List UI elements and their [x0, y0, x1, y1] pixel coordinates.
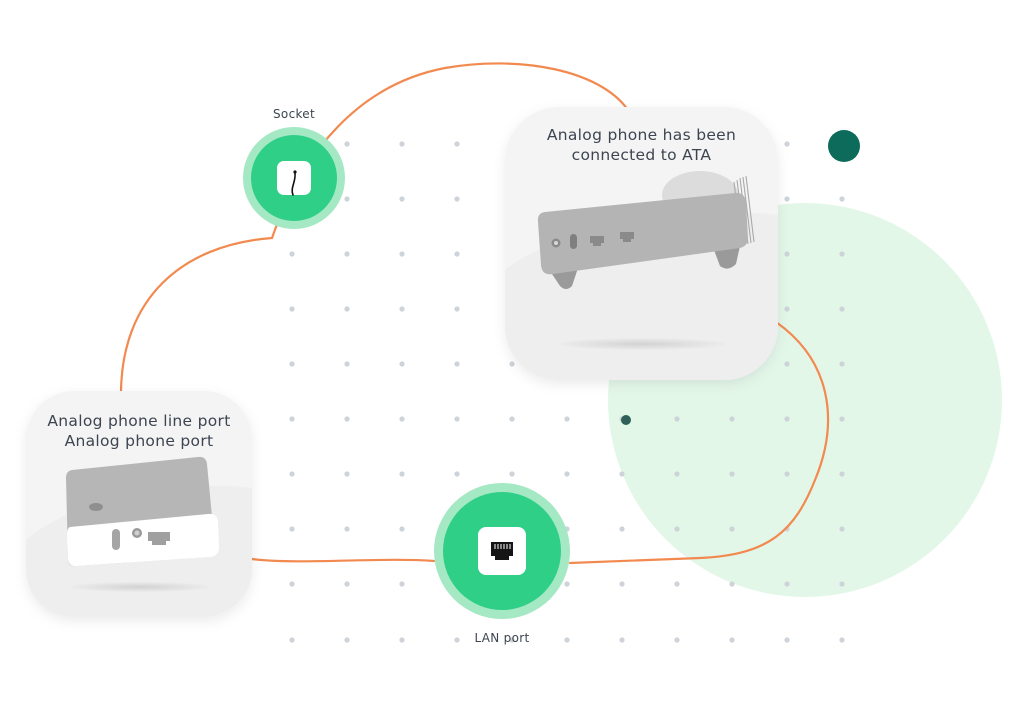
grid-dot — [399, 416, 405, 422]
grid-dot — [289, 637, 295, 643]
socket-label: Socket — [273, 107, 315, 121]
grid-dot — [784, 471, 790, 477]
grid-dot — [509, 637, 515, 643]
grid-dot — [454, 637, 460, 643]
grid-dot — [289, 361, 295, 367]
grid-dot — [564, 471, 570, 477]
grid-dot — [674, 581, 680, 587]
accent-dot-small — [621, 415, 631, 425]
grid-dot — [399, 526, 405, 532]
grid-dot — [454, 251, 460, 257]
grid-dot — [784, 251, 790, 257]
ata-device — [537, 171, 755, 289]
grid-dot — [839, 196, 845, 202]
grid-dot — [399, 141, 405, 147]
grid-dot — [289, 251, 295, 257]
grid-dot — [344, 471, 350, 477]
grid-dot — [509, 416, 515, 422]
grid-dot — [399, 581, 405, 587]
grid-dot — [674, 416, 680, 422]
grid-dot — [674, 471, 680, 477]
grid-dot — [784, 581, 790, 587]
socket-node[interactable] — [243, 127, 345, 229]
grid-dot — [784, 141, 790, 147]
ata-floor-shadow — [558, 338, 726, 350]
grid-dot — [784, 306, 790, 312]
grid-dot — [619, 637, 625, 643]
grid-dot — [674, 637, 680, 643]
ata-card-title: Analog phone has been connected to ATA — [510, 125, 773, 165]
grid-dot — [839, 416, 845, 422]
grid-dot — [509, 471, 515, 477]
grid-dot — [729, 637, 735, 643]
ata-title-line-1: Analog phone has been — [546, 126, 737, 144]
grid-dot — [344, 637, 350, 643]
grid-dot — [289, 416, 295, 422]
grid-dot — [344, 526, 350, 532]
grid-dot — [729, 416, 735, 422]
grid-dot — [399, 361, 405, 367]
grid-dot — [839, 637, 845, 643]
power-plug-icon — [291, 172, 296, 196]
ethernet-port-icon — [491, 542, 513, 560]
port-floor-shadow — [70, 582, 210, 592]
grid-dot — [839, 361, 845, 367]
grid-dot — [564, 416, 570, 422]
grid-dot — [344, 141, 350, 147]
grid-dot — [619, 526, 625, 532]
grid-dot — [454, 416, 460, 422]
grid-dot — [289, 306, 295, 312]
grid-dot — [344, 361, 350, 367]
grid-dot — [674, 526, 680, 532]
grid-dot — [454, 361, 460, 367]
lan-port-label: LAN port — [474, 631, 530, 645]
grid-dot — [839, 471, 845, 477]
grid-dot — [784, 361, 790, 367]
grid-dot — [454, 196, 460, 202]
grid-dot — [839, 306, 845, 312]
grid-dot — [729, 471, 735, 477]
grid-dot — [784, 196, 790, 202]
grid-dot — [729, 526, 735, 532]
grid-dot — [344, 416, 350, 422]
grid-dot — [344, 306, 350, 312]
grid-dot — [454, 141, 460, 147]
grid-dot — [619, 471, 625, 477]
port-card-title: Analog phone line port Analog phone port — [26, 411, 252, 451]
grid-dot — [784, 637, 790, 643]
grid-dot — [564, 581, 570, 587]
grid-dot — [399, 471, 405, 477]
grid-dot — [509, 361, 515, 367]
grid-dot — [619, 581, 625, 587]
grid-dot — [729, 581, 735, 587]
grid-dot — [344, 581, 350, 587]
port-title-line-1: Analog phone line port — [47, 412, 231, 430]
grid-dot — [289, 471, 295, 477]
grid-dot — [289, 526, 295, 532]
grid-dot — [839, 581, 845, 587]
grid-dot — [344, 251, 350, 257]
grid-dot — [839, 251, 845, 257]
lan-port-node[interactable] — [434, 483, 570, 619]
grid-dot — [399, 196, 405, 202]
port-title-line-2: Analog phone port — [64, 432, 214, 450]
grid-dot — [399, 251, 405, 257]
grid-dot — [344, 196, 350, 202]
grid-dot — [839, 526, 845, 532]
grid-dot — [399, 637, 405, 643]
port-device — [66, 456, 219, 567]
grid-dot — [289, 581, 295, 587]
grid-dot — [454, 471, 460, 477]
grid-dot — [399, 306, 405, 312]
grid-dot — [454, 306, 460, 312]
grid-dot — [784, 416, 790, 422]
ata-title-line-2: connected to ATA — [571, 146, 712, 164]
grid-dot — [564, 637, 570, 643]
accent-dot-large — [828, 130, 860, 162]
